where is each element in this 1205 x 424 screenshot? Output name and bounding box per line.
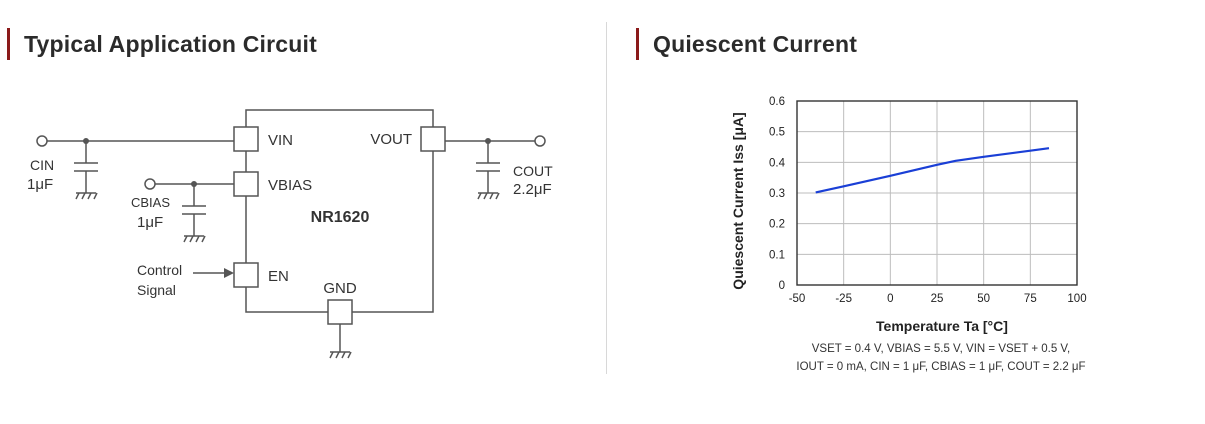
heading-accent-bar xyxy=(7,28,10,60)
x-tick-label: -50 xyxy=(789,293,806,305)
cout-value: 2.2μF xyxy=(513,181,552,198)
y-axis-label: Quiescent Current Iss [μA] xyxy=(730,112,746,289)
control-arrow-head xyxy=(224,268,234,278)
cbias-label: CBIAS xyxy=(131,195,170,210)
circuit-panel: Typical Application Circuit xyxy=(7,28,553,359)
panel-divider xyxy=(606,22,607,374)
cin-label: CIN xyxy=(30,157,54,173)
quiescent-current-chart: -50 -25 0 25 50 75 100 0 0.1 0.2 0.3 0.4 0.5 0.6 Temp… xyxy=(730,96,1087,373)
chip-name: NR1620 xyxy=(311,209,370,226)
chart-grid xyxy=(796,100,1078,286)
heading-accent-bar xyxy=(636,28,639,60)
pin-label-gnd: GND xyxy=(323,280,357,297)
cout-label: COUT xyxy=(513,163,553,179)
application-circuit-diagram: VIN VBIAS EN VOUT GND NR1620 CIN 1μF CBI… xyxy=(27,109,553,359)
x-tick-label: 75 xyxy=(1024,293,1037,305)
circuit-heading: Typical Application Circuit xyxy=(7,28,317,60)
x-tick-label: 0 xyxy=(887,293,893,305)
y-tick-label: 0 xyxy=(779,280,785,292)
pin-box-vbias xyxy=(233,171,259,197)
chart-caption-line2: IOUT = 0 mA, CIN = 1 μF, CBIAS = 1 μF, C… xyxy=(796,361,1085,373)
x-tick-label: -25 xyxy=(835,293,852,305)
cin-value: 1μF xyxy=(27,176,53,193)
x-tick-label: 50 xyxy=(977,293,990,305)
pin-box-gnd xyxy=(327,299,353,325)
y-tick-label: 0.6 xyxy=(769,96,785,108)
y-tick-label: 0.3 xyxy=(769,188,785,200)
vout-junction xyxy=(485,138,491,144)
chart-tick-labels: -50 -25 0 25 50 75 100 0 0.1 0.2 0.3 0.4 0.5 0.6 xyxy=(769,96,1087,305)
cbias-value: 1μF xyxy=(137,214,163,231)
pin-label-en: EN xyxy=(268,268,289,285)
series-line xyxy=(815,147,1050,194)
pin-box-en xyxy=(233,262,259,288)
x-tick-label: 25 xyxy=(931,293,944,305)
control-signal-line1: Control xyxy=(137,262,182,278)
vout-terminal xyxy=(534,135,546,147)
y-tick-label: 0.5 xyxy=(769,127,785,139)
y-tick-label: 0.2 xyxy=(769,219,785,231)
vin-terminal xyxy=(36,135,48,147)
vbias-terminal xyxy=(144,178,156,190)
chart-panel: Quiescent Current -50 -25 0 25 50 75 100 0 0.1 0.… xyxy=(607,0,1205,424)
vin-junction xyxy=(83,138,89,144)
chart-axes xyxy=(796,100,1078,286)
ic-body xyxy=(245,109,434,313)
control-signal-line2: Signal xyxy=(137,282,176,298)
x-axis-label: Temperature Ta [°C] xyxy=(876,318,1008,334)
pin-label-vout: VOUT xyxy=(370,131,412,148)
x-tick-label: 100 xyxy=(1067,293,1086,305)
pin-label-vbias: VBIAS xyxy=(268,177,312,194)
cin-ground-hatch xyxy=(75,192,80,200)
chart-title: Quiescent Current xyxy=(653,30,858,57)
y-tick-label: 0.4 xyxy=(769,157,786,169)
y-tick-label: 0.1 xyxy=(769,249,785,261)
pin-label-vin: VIN xyxy=(268,132,293,149)
chart-caption-line1: VSET = 0.4 V, VBIAS = 5.5 V, VIN = VSET … xyxy=(812,343,1071,355)
chart-heading: Quiescent Current xyxy=(636,28,857,60)
chart-series xyxy=(815,147,1050,194)
vbias-junction xyxy=(191,181,197,187)
pin-box-vout xyxy=(420,126,446,152)
pin-box-vin xyxy=(233,126,259,152)
plot-frame xyxy=(796,100,1078,286)
circuit-title: Typical Application Circuit xyxy=(24,30,317,57)
